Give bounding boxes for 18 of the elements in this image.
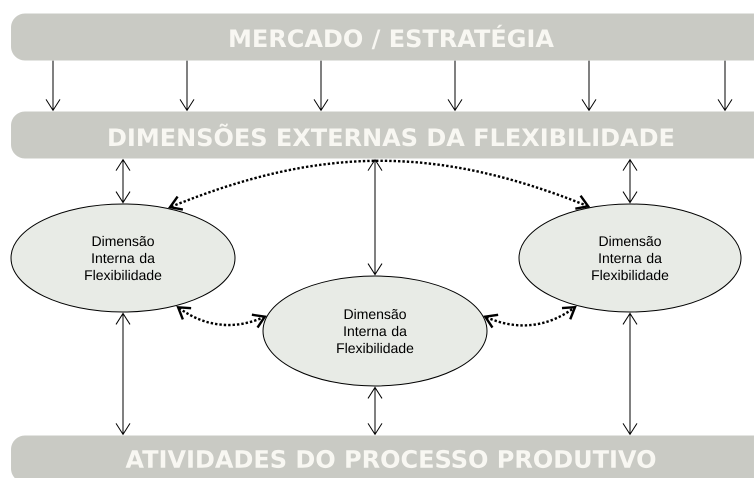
ellipse-node: Dimensão Interna da Flexibilidade xyxy=(518,204,742,312)
arrow xyxy=(718,60,732,112)
arrow xyxy=(582,60,596,112)
ellipse-node: Dimensão Interna da Flexibilidade xyxy=(262,276,488,386)
arrow xyxy=(622,312,638,436)
arrow xyxy=(448,60,462,112)
arrow xyxy=(368,158,382,276)
arrow xyxy=(483,306,577,328)
arrow xyxy=(116,158,130,204)
arrow xyxy=(180,60,194,112)
arrow xyxy=(116,312,130,436)
arrow xyxy=(176,306,267,328)
arrow xyxy=(368,386,382,436)
ellipse-node: Dimensão Interna da Flexibilidade xyxy=(10,204,236,312)
arrow xyxy=(314,60,328,112)
arrow xyxy=(622,158,638,204)
arrow xyxy=(168,160,590,211)
arrow xyxy=(46,60,60,112)
